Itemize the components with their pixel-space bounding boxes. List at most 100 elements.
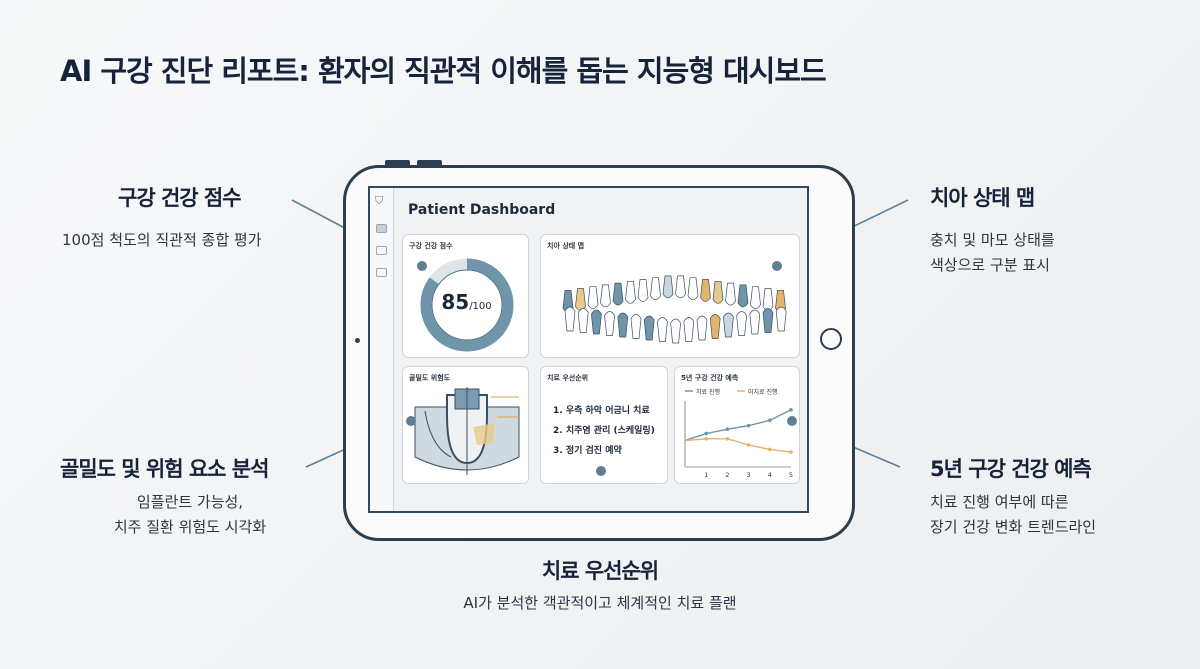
data-point	[768, 447, 772, 452]
upper-tooth[interactable]	[575, 288, 586, 311]
data-point	[704, 431, 708, 436]
callout-anchor-dot	[596, 466, 606, 476]
data-point	[789, 450, 793, 454]
callout-anchor-dot	[787, 416, 797, 426]
dashboard-title: Patient Dashboard	[408, 202, 556, 218]
lower-tooth[interactable]	[617, 312, 629, 338]
upper-tooth[interactable]	[737, 284, 749, 308]
camera-icon	[355, 338, 360, 343]
upper-tooth[interactable]	[637, 279, 649, 302]
bone-cross-section	[414, 387, 520, 475]
upper-tooth[interactable]	[750, 286, 761, 310]
lower-tooth[interactable]	[749, 309, 761, 335]
data-point	[725, 437, 730, 441]
upper-tooth[interactable]	[612, 282, 624, 306]
tooth-icon[interactable]: ⛉	[375, 194, 384, 207]
tooth-map-card[interactable]: 치아 상태 맵	[540, 234, 800, 358]
upper-tooth[interactable]	[700, 279, 711, 302]
forecast-card[interactable]: 5년 구강 건강 예측 치료 진행 미치료 진행 1 2 3 4 5	[674, 366, 800, 484]
lower-tooth[interactable]	[604, 311, 615, 336]
lower-tooth[interactable]	[670, 318, 681, 344]
sidebar-item-calendar[interactable]	[376, 268, 387, 277]
callout-bone-sub1: 임플란트 가능성,	[136, 493, 244, 511]
forecast-card-title: 5년 구강 건강 예측	[681, 374, 739, 382]
dashboard-screen: ⛉ Patient Dashboard 구강 건강 점수 85/100 치아 상…	[368, 186, 809, 513]
callout-tooth-map-heading: 치아 상태 맵	[930, 186, 1035, 210]
home-button[interactable]	[820, 328, 842, 350]
upper-tooth[interactable]	[587, 286, 599, 310]
priority-item[interactable]: 3. 정기 검진 예약	[553, 446, 622, 456]
tooth-map-card-title: 치아 상태 맵	[547, 242, 585, 250]
upper-tooth[interactable]	[725, 282, 736, 306]
lower-tooth[interactable]	[709, 314, 721, 339]
callout-tooth-map-sub2: 색상으로 구분 표시	[930, 256, 1050, 274]
lower-tooth[interactable]	[643, 315, 655, 341]
bone-density-card[interactable]: 골밀도 위험도	[402, 366, 529, 484]
legend-label: 미치료 진행	[748, 388, 778, 396]
data-point	[704, 437, 708, 441]
lower-tooth[interactable]	[630, 314, 642, 339]
callout-priority-heading: 치료 우선순위	[541, 559, 659, 583]
upper-tooth[interactable]	[625, 280, 636, 304]
upper-tooth[interactable]	[687, 277, 699, 301]
x-tick-label: 1	[704, 471, 708, 479]
lower-tooth[interactable]	[696, 315, 708, 341]
callout-priority-sub: AI가 분석한 객관적이고 체계적인 치료 플랜	[463, 594, 737, 612]
tooth-map	[562, 275, 787, 344]
lower-tooth[interactable]	[762, 308, 774, 333]
forecast-chart: 치료 진행 미치료 진행 1 2 3 4 5	[684, 388, 793, 479]
sidebar-item-chart[interactable]	[376, 246, 387, 255]
sidebar-item-dashboard[interactable]	[376, 224, 387, 233]
data-point	[746, 443, 751, 447]
sidebar: ⛉	[370, 188, 394, 511]
x-tick-label: 4	[768, 471, 772, 479]
data-point	[746, 423, 751, 428]
lower-tooth[interactable]	[591, 309, 602, 335]
score-card[interactable]: 구강 건강 점수 85/100	[402, 234, 529, 358]
upper-tooth[interactable]	[600, 284, 611, 308]
lower-tooth[interactable]	[577, 308, 589, 333]
legend-label: 치료 진행	[696, 388, 720, 396]
score-card-title: 구강 건강 점수	[409, 242, 453, 250]
callout-tooth-map-sub1: 충치 및 마모 상태를	[930, 231, 1055, 249]
callout-anchor-dot	[417, 261, 427, 271]
series-line	[684, 438, 792, 453]
lower-tooth[interactable]	[657, 317, 668, 342]
data-point	[768, 418, 772, 423]
upper-tooth[interactable]	[675, 275, 686, 299]
page-title: AI 구강 진단 리포트: 환자의 직관적 이해를 돕는 지능형 대시보드	[60, 54, 827, 88]
lower-tooth[interactable]	[723, 312, 734, 338]
priority-item[interactable]: 1. 우측 하악 어금니 치료	[553, 406, 650, 416]
lower-tooth[interactable]	[683, 317, 695, 342]
volume-button	[417, 160, 442, 166]
callout-forecast-sub2: 장기 건강 변화 트렌드라인	[930, 518, 1097, 536]
lower-tooth[interactable]	[564, 306, 576, 332]
callout-anchor-dot	[772, 261, 782, 271]
callout-bone-sub2: 치주 질환 위험도 시각화	[113, 518, 267, 536]
upper-tooth[interactable]	[762, 288, 774, 311]
x-tick-label: 2	[725, 471, 729, 479]
callout-forecast-heading: 5년 구강 건강 예측	[930, 457, 1092, 481]
priority-card-title: 치료 우선순위	[547, 374, 589, 382]
lower-tooth[interactable]	[736, 311, 747, 336]
callout-score-sub: 100점 척도의 직관적 종합 평가	[62, 231, 262, 249]
volume-button	[385, 160, 410, 166]
treatment-priority-card[interactable]: 치료 우선순위 1. 우측 하악 어금니 치료 2. 치주염 관리 (스케일링)…	[540, 366, 668, 484]
series-line	[684, 409, 792, 442]
callout-score-heading: 구강 건강 점수	[118, 186, 242, 210]
data-point	[725, 427, 730, 431]
x-tick-label: 3	[747, 471, 751, 479]
bone-card-title: 골밀도 위험도	[409, 374, 451, 382]
score-value: 85/100	[441, 290, 492, 314]
upper-tooth[interactable]	[662, 275, 674, 299]
callout-forecast-sub1: 치료 진행 여부에 따른	[930, 493, 1069, 511]
score-donut	[420, 258, 514, 352]
data-point	[789, 408, 793, 412]
upper-tooth[interactable]	[650, 277, 661, 301]
x-tick-label: 5	[789, 471, 793, 479]
lower-tooth[interactable]	[775, 306, 787, 332]
callout-anchor-dot	[406, 416, 416, 426]
upper-tooth[interactable]	[712, 280, 724, 304]
callout-bone-heading: 골밀도 및 위험 요소 분석	[60, 457, 269, 481]
priority-item[interactable]: 2. 치주염 관리 (스케일링)	[553, 426, 655, 436]
